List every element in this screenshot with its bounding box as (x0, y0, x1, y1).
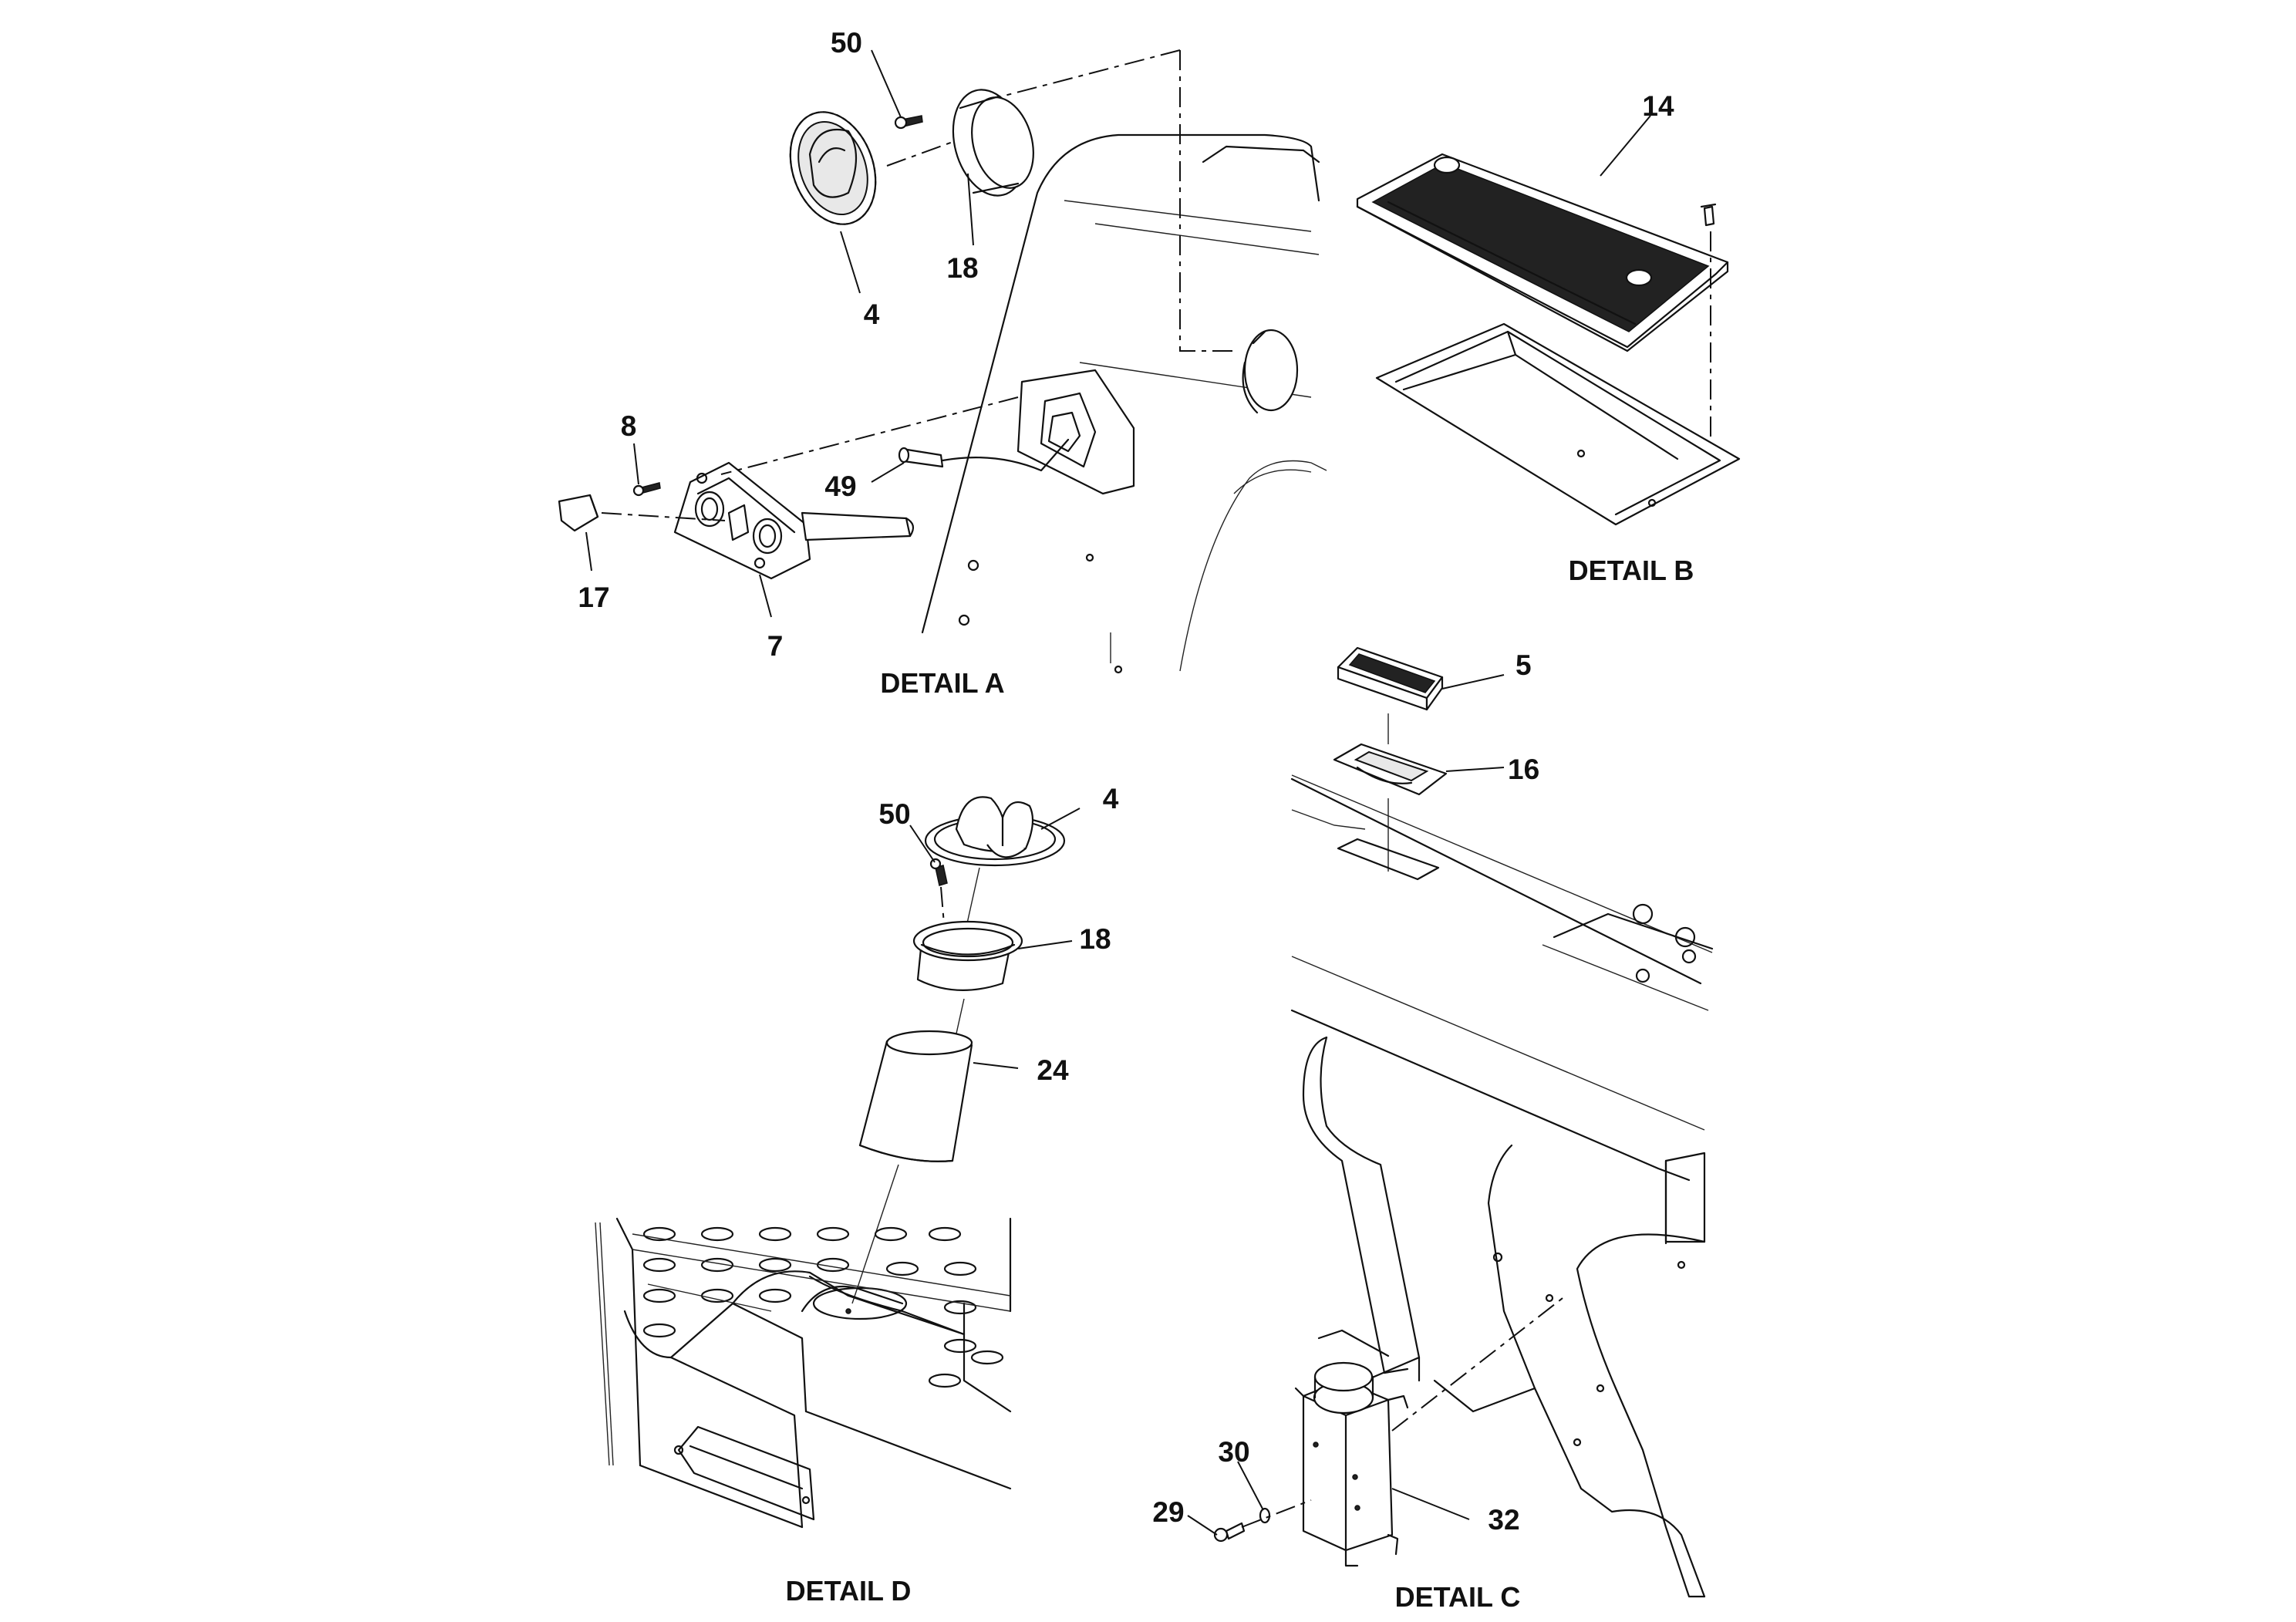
detail-a-cab-panel (921, 133, 1320, 634)
callout-c-32: 32 (1488, 1504, 1519, 1536)
part-cover-screw (1700, 203, 1717, 227)
callout-a-18: 18 (946, 252, 978, 284)
part-switch-panel (673, 461, 915, 580)
callout-d-18: 18 (1079, 923, 1111, 955)
detail-a-group (558, 49, 1327, 674)
detail-a-panel-vent (1242, 329, 1299, 414)
callout-d-4: 4 (1103, 783, 1119, 814)
part-vent-ring-d (924, 796, 1066, 867)
detail-c-cab-pillar-left (1302, 1036, 1409, 1374)
callout-a-4: 4 (864, 298, 880, 330)
part-switch-bezel (1333, 743, 1448, 796)
detail-a-door-curve (1179, 460, 1327, 672)
callout-a-7: 7 (767, 630, 784, 662)
detail-c-dash-slot (1337, 838, 1440, 881)
part-duct-box (1294, 1361, 1409, 1567)
callout-a-17: 17 (578, 582, 609, 613)
callout-a-49: 49 (824, 470, 856, 502)
part-knob (558, 494, 599, 532)
part-screw-29 (1213, 1522, 1246, 1543)
callout-a-50: 50 (831, 27, 862, 59)
detail-c-label: DETAIL C (1395, 1581, 1521, 1613)
detail-c-group (1187, 646, 1714, 1598)
part-grille-cover (1356, 153, 1729, 352)
detail-b-label: DETAIL B (1569, 555, 1694, 586)
callout-c-5: 5 (1515, 649, 1532, 681)
callout-d-24: 24 (1037, 1054, 1069, 1086)
part-flange-collar (952, 89, 1034, 197)
part-rocker-switch (1337, 646, 1444, 711)
part-vent-ring (789, 111, 877, 225)
detail-d-group (595, 796, 1081, 1529)
part-recess-tray (1375, 322, 1741, 526)
callout-b-14: 14 (1642, 90, 1674, 122)
detail-d-label: DETAIL D (786, 1575, 912, 1607)
part-washer (1259, 1507, 1271, 1524)
detail-d-hole-grid (642, 1226, 1004, 1388)
part-screw-small (632, 482, 661, 497)
callout-c-16: 16 (1508, 754, 1539, 785)
part-wire-connector (898, 438, 1070, 472)
part-pipe (858, 1030, 973, 1162)
detail-b-group (1356, 115, 1741, 526)
callout-c-30: 30 (1218, 1436, 1249, 1468)
callout-c-29: 29 (1152, 1496, 1184, 1528)
detail-a-label: DETAIL A (880, 667, 1004, 699)
part-screw (894, 115, 923, 130)
part-screw-d (929, 858, 948, 886)
detail-c-cab-pillar-right (1487, 1144, 1706, 1598)
callout-a-8: 8 (621, 410, 637, 442)
callout-d-50: 50 (878, 798, 910, 830)
part-collar-d (912, 920, 1023, 991)
